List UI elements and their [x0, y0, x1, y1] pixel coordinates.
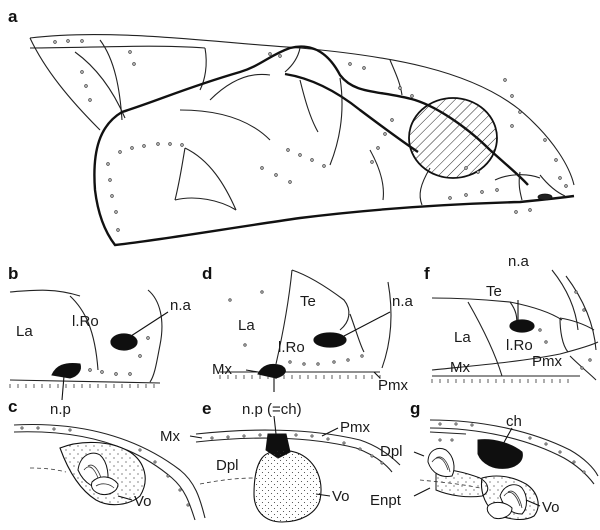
label-na-b: n.a [170, 297, 192, 314]
label-na-d: n.a [392, 293, 414, 310]
panel-c-letter: c [8, 397, 17, 416]
panel-d: d Te La l.Ro n.a Mx Pmx [202, 264, 414, 394]
panel-a: a [8, 7, 575, 247]
sensory-canal-pores [53, 39, 568, 232]
label-te-d: Te [300, 293, 316, 310]
label-te-f: Te [486, 283, 502, 300]
label-pmx-f: Pmx [532, 353, 563, 370]
label-vo-g: Vo [542, 499, 560, 516]
nostril-a [537, 193, 553, 201]
label-dpl-g: Dpl [380, 443, 403, 460]
label-lro-b: l.Ro [72, 313, 99, 330]
panel-f: f n.a Te La l.Ro Mx Pmx [424, 253, 599, 383]
panel-c: c Vo [8, 397, 206, 521]
panel-f-letter: f [424, 264, 430, 283]
orbit [408, 97, 498, 179]
label-lro-d: l.Ro [278, 339, 305, 356]
label-vo-c: Vo [134, 493, 152, 510]
panel-e-letter: e [202, 399, 211, 418]
label-la-f: La [454, 329, 471, 346]
label-pmx-e: Pmx [340, 419, 371, 436]
label-mx-e: Mx [160, 428, 180, 445]
label-mx-d: Mx [212, 361, 232, 378]
label-dpl-e: Dpl [216, 457, 239, 474]
label-ch-g: ch [506, 413, 522, 430]
label-enpt-g: Enpt [370, 492, 402, 509]
label-mx-f: Mx [450, 359, 470, 376]
panel-g-letter: g [410, 399, 420, 418]
label-la-d: La [238, 317, 255, 334]
label-pmx-d: Pmx [378, 377, 409, 394]
panel-b-letter: b [8, 264, 18, 283]
label-vo-e: Vo [332, 488, 350, 505]
label-na-f: n.a [508, 253, 530, 270]
panel-b: b La l.Ro n.a n.p [8, 264, 192, 418]
cheek-complex [93, 45, 575, 247]
skull-outline [29, 33, 575, 186]
panel-e: e n.p (=ch) Mx Pmx Dpl Vo [160, 399, 401, 523]
label-la-b: La [16, 323, 33, 340]
panel-a-letter: a [8, 7, 18, 26]
label-np-ch-e: n.p (=ch) [242, 401, 302, 418]
label-np-b: n.p [50, 401, 71, 418]
panel-d-letter: d [202, 264, 212, 283]
label-lro-f: l.Ro [506, 337, 533, 354]
panel-g: g ch Dpl Enpt Vo [370, 399, 599, 521]
